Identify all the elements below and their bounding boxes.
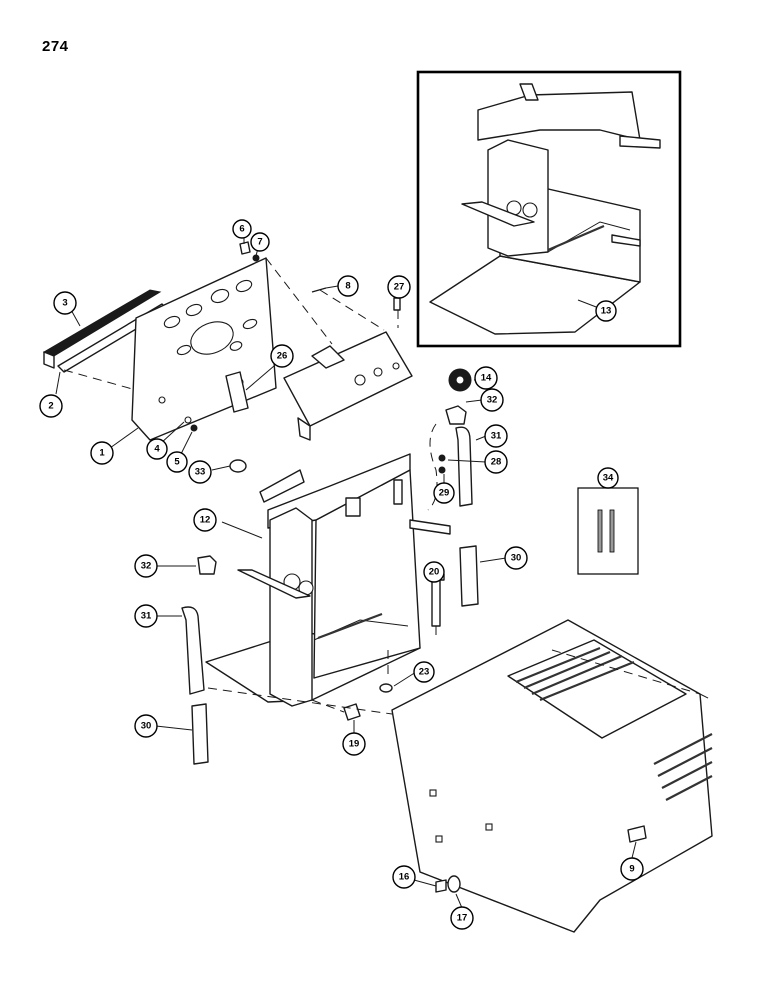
- callout-17-label: 17: [457, 913, 468, 924]
- callout-28-label: 28: [491, 457, 502, 468]
- callout-17: 17: [450, 906, 474, 930]
- cover-plate: [225, 331, 413, 441]
- callout-3-label: 3: [62, 298, 67, 309]
- callout-8: 8: [337, 275, 359, 297]
- part-34-panel: [577, 487, 639, 575]
- callout-20-label: 20: [429, 567, 440, 578]
- callout-9: 9: [620, 857, 644, 881]
- callout-16-label: 16: [399, 872, 410, 883]
- callout-26: 26: [270, 344, 294, 368]
- callout-5: 5: [166, 451, 188, 473]
- callout-23: 23: [413, 661, 435, 683]
- callout-7-label: 7: [257, 237, 262, 248]
- callout-1: 1: [90, 441, 114, 465]
- callout-4: 4: [146, 438, 168, 460]
- hood-vent-lines: [515, 646, 713, 801]
- callout-26-label: 26: [277, 351, 288, 362]
- callout-1-label: 1: [99, 448, 105, 459]
- callout-33: 33: [188, 460, 212, 484]
- callout-6: 6: [232, 219, 252, 239]
- callout-32-left-label: 32: [141, 561, 152, 572]
- callout-29: 29: [433, 482, 455, 504]
- callout-7: 7: [250, 232, 270, 252]
- callout-27: 27: [387, 275, 411, 299]
- callout-32-left: 32: [134, 554, 158, 578]
- small-parts: [181, 241, 647, 893]
- callout-30-right-label: 30: [511, 553, 522, 564]
- inset-assembled-view: [416, 70, 682, 348]
- callout-34: 34: [597, 467, 619, 489]
- callout-14-label: 14: [481, 373, 492, 384]
- callout-leader-lines: [55, 234, 637, 909]
- callout-8-label: 8: [345, 281, 350, 292]
- callout-13: 13: [595, 300, 617, 322]
- callout-29-label: 29: [439, 488, 450, 499]
- callout-31-left-label: 31: [141, 611, 152, 622]
- callout-3: 3: [53, 291, 77, 315]
- callout-12: 12: [193, 508, 217, 532]
- callout-6-label: 6: [239, 224, 244, 235]
- callout-28: 28: [484, 450, 508, 474]
- callout-31-left: 31: [134, 604, 158, 628]
- instrument-panel: [131, 257, 277, 441]
- callout-2: 2: [39, 394, 63, 418]
- callout-34-label: 34: [603, 473, 614, 484]
- callout-4-label: 4: [154, 444, 160, 455]
- assembly-dash-lines: [63, 257, 713, 715]
- main-frame: [205, 453, 451, 707]
- callout-32-right-label: 32: [487, 395, 498, 406]
- callout-32-right: 32: [480, 388, 504, 412]
- callout-16: 16: [392, 865, 416, 889]
- callout-19: 19: [342, 732, 366, 756]
- page-number: 274: [42, 38, 69, 55]
- callout-2-label: 2: [48, 401, 53, 412]
- callout-13-label: 13: [601, 306, 612, 317]
- callout-30-left: 30: [134, 714, 158, 738]
- callout-19-label: 19: [349, 739, 360, 750]
- callout-33-label: 33: [195, 467, 206, 478]
- callout-9-label: 9: [629, 864, 634, 875]
- callout-30-left-label: 30: [141, 721, 152, 732]
- callout-20: 20: [423, 561, 445, 583]
- callout-12-label: 12: [200, 515, 211, 526]
- callout-27-label: 27: [394, 282, 405, 293]
- callout-30-right: 30: [504, 546, 528, 570]
- callout-31-right-label: 31: [491, 431, 502, 442]
- callout-14: 14: [474, 366, 498, 390]
- callout-31-right: 31: [484, 424, 508, 448]
- callout-5-label: 5: [174, 457, 180, 468]
- callout-23-label: 23: [419, 667, 430, 678]
